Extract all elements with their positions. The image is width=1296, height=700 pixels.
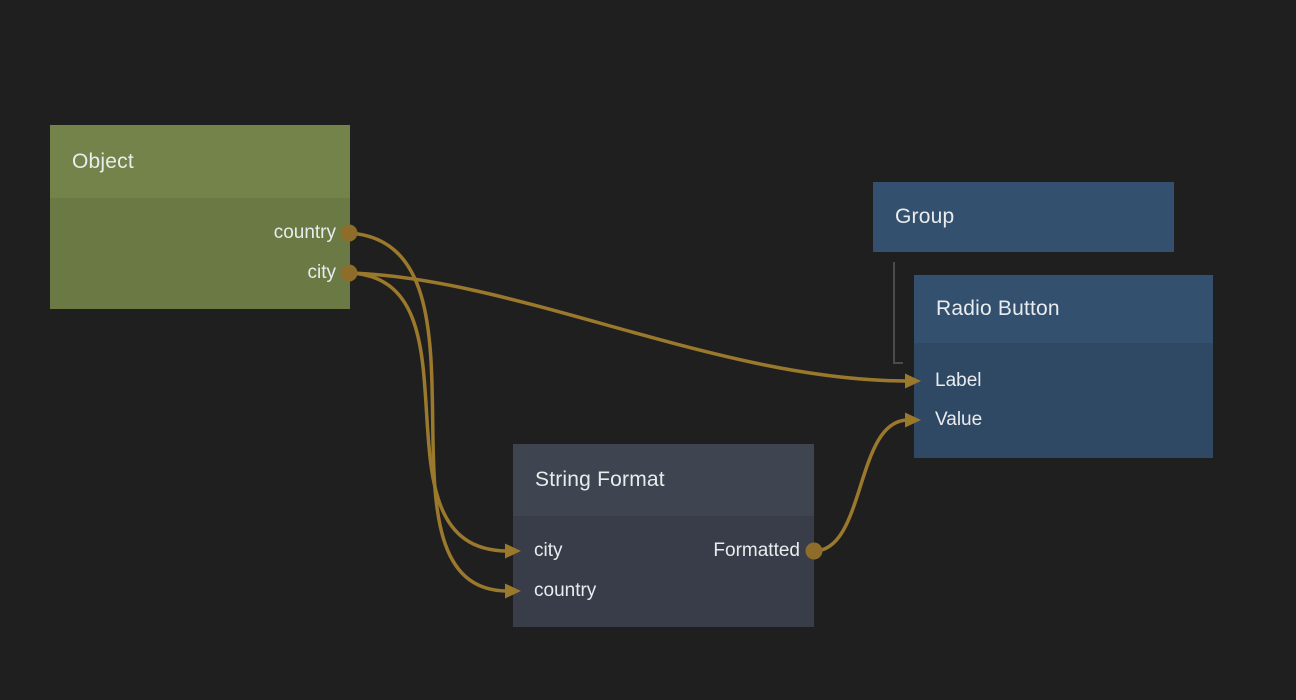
node-string-format[interactable]: String Format city Formatted country xyxy=(513,444,814,627)
input-label-value: Value xyxy=(935,409,983,430)
node-radio-button-input-row-label: Label xyxy=(914,361,1213,401)
node-string-format-title: String Format xyxy=(535,468,665,491)
node-string-format-header[interactable]: String Format xyxy=(513,444,814,516)
input-label-label: Label xyxy=(935,370,982,391)
input-label-city: city xyxy=(534,540,563,561)
wire-object-city-to-string-format-city[interactable] xyxy=(347,271,510,553)
wire-string-format-formatted-to-radio-button-value[interactable] xyxy=(812,418,910,553)
node-radio-button-header[interactable]: Radio Button xyxy=(914,275,1213,343)
output-label-city: city xyxy=(307,262,337,283)
node-object[interactable]: Object country city xyxy=(50,125,350,309)
node-object-header[interactable]: Object xyxy=(50,125,350,198)
node-group-title: Group xyxy=(895,205,955,228)
node-object-body: country city xyxy=(50,198,350,309)
node-object-output-row-city: city xyxy=(50,253,350,293)
group-to-radio-button-link xyxy=(893,262,903,364)
node-radio-button[interactable]: Radio Button Label Value xyxy=(914,275,1213,458)
node-group-header[interactable]: Group xyxy=(873,182,1174,252)
node-group[interactable]: Group xyxy=(873,182,1174,252)
wire-object-country-to-string-format-country[interactable] xyxy=(347,231,510,593)
node-object-title: Object xyxy=(72,149,134,173)
node-string-format-row-city-formatted: city Formatted xyxy=(513,531,814,571)
output-label-country: country xyxy=(273,222,336,243)
node-string-format-body: city Formatted country xyxy=(513,516,814,627)
node-radio-button-title: Radio Button xyxy=(936,297,1060,320)
node-radio-button-body: Label Value xyxy=(914,343,1213,458)
input-label-country: country xyxy=(534,580,597,601)
output-label-formatted: Formatted xyxy=(713,540,800,561)
node-radio-button-input-row-value: Value xyxy=(914,400,1213,440)
node-object-output-row-country: country xyxy=(50,213,350,253)
wire-object-city-to-radio-button-label[interactable] xyxy=(347,271,910,383)
node-string-format-row-country: country xyxy=(513,571,814,611)
